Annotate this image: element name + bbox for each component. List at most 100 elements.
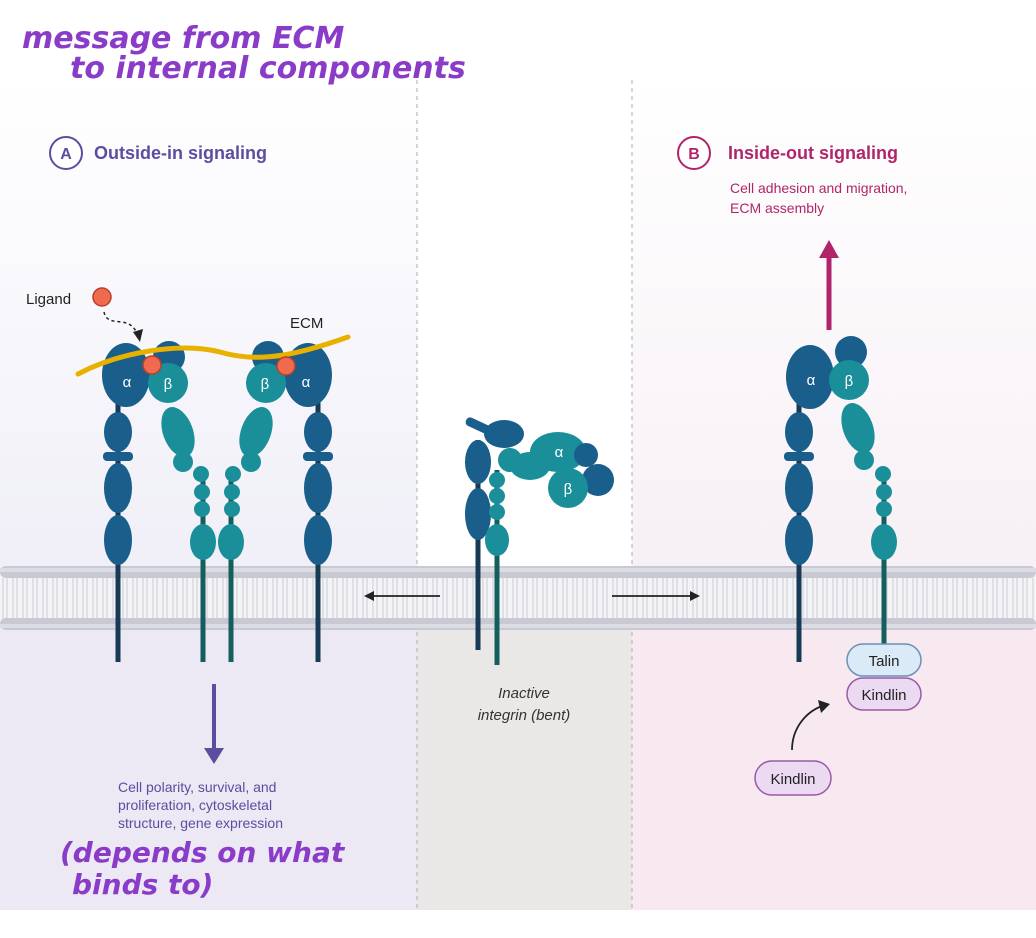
integrin-active-inside-out: α β xyxy=(784,336,897,662)
beta-domain xyxy=(224,484,240,500)
alpha-label: α xyxy=(302,374,311,391)
beta-label: β xyxy=(845,373,854,390)
alpha-domain xyxy=(104,463,132,513)
inactive-caption-line1: Inactive xyxy=(498,685,550,702)
beta-head xyxy=(548,468,588,508)
beta-domain xyxy=(194,484,210,500)
alpha-domain xyxy=(304,515,332,565)
kindlin-bound-pill xyxy=(846,677,922,711)
beta-domain xyxy=(854,450,874,470)
alpha-domain xyxy=(785,515,813,565)
alpha-head xyxy=(530,432,586,472)
alpha-domain xyxy=(484,420,524,448)
beta-domain xyxy=(876,484,892,500)
alpha-domain xyxy=(104,412,132,452)
beta-domain xyxy=(485,524,509,556)
ligand-legend-icon xyxy=(92,287,112,307)
beta-domain xyxy=(876,501,892,517)
beta-domain xyxy=(218,524,244,560)
bound-ligand xyxy=(276,356,296,376)
alpha-head xyxy=(582,464,614,496)
beta-domain xyxy=(225,466,241,482)
integrin-inactive-bent: α β xyxy=(465,417,614,665)
beta-domain xyxy=(193,466,209,482)
cytoplasm-center xyxy=(417,620,632,910)
arrowhead-left xyxy=(364,591,374,601)
alpha-domain xyxy=(304,463,332,513)
beta-domain xyxy=(241,452,261,472)
cytoplasm-b xyxy=(632,625,1036,910)
beta-domain xyxy=(489,488,505,504)
kindlin-free-label: Kindlin xyxy=(770,771,815,788)
alpha-domain xyxy=(303,452,333,461)
alpha-domain xyxy=(465,440,491,484)
alpha-domain xyxy=(785,412,813,452)
cell-membrane xyxy=(0,566,1036,630)
panel-a-letter: A xyxy=(60,146,72,163)
beta-domain xyxy=(190,524,216,560)
beta-domain xyxy=(871,524,897,560)
beta-label: β xyxy=(564,481,573,498)
beta-domain xyxy=(875,466,891,482)
bound-ligand xyxy=(142,355,162,375)
panel-a-outcome-line3: structure, gene expression xyxy=(118,815,283,831)
kindlin-bound-label: Kindlin xyxy=(861,687,906,704)
panel-a-badge xyxy=(49,136,83,170)
inside-out-arrowhead xyxy=(819,240,839,258)
beta-label: β xyxy=(164,376,173,393)
integrin-active-right: α β xyxy=(218,341,333,662)
beta-head xyxy=(148,363,188,403)
ligand-arrowhead xyxy=(133,329,143,342)
panel-a-outcome-line1: Cell polarity, survival, and xyxy=(118,779,276,795)
alpha-domain xyxy=(785,463,813,513)
ecm-fiber xyxy=(75,334,351,377)
panel-b-title: Inside-out signaling xyxy=(728,143,898,163)
talin-pill xyxy=(846,643,922,677)
ligand-label: Ligand xyxy=(26,291,71,308)
alpha-domain xyxy=(103,452,133,461)
beta-domain xyxy=(489,504,505,520)
alpha-label: α xyxy=(555,444,564,461)
alpha-domain xyxy=(304,412,332,452)
beta-domain xyxy=(841,403,875,453)
cytoplasm-a xyxy=(0,625,417,910)
annotation-bottom-line1: (depends on what xyxy=(60,836,346,869)
kindlin-recruit-arrowhead xyxy=(818,700,830,713)
beta-domain xyxy=(224,501,240,517)
alpha-head xyxy=(284,343,332,407)
beta-label: β xyxy=(261,376,270,393)
kindlin-free-pill xyxy=(754,760,832,796)
integrin-active-left: α β xyxy=(102,341,216,662)
panel-b-header: B Inside-out signaling xyxy=(677,136,898,170)
talin-label: Talin xyxy=(869,653,900,670)
beta-head xyxy=(829,360,869,400)
alpha-domain xyxy=(104,515,132,565)
panel-b-outcome-line1: Cell adhesion and migration, xyxy=(730,180,907,196)
annotation-top-line2: to internal components xyxy=(70,51,466,86)
panel-a-title: Outside-in signaling xyxy=(94,143,267,163)
alpha-domain xyxy=(465,488,491,540)
annotation-top-line1: message from ECM xyxy=(22,21,345,56)
panel-b-letter: B xyxy=(688,146,700,163)
panel-a-outcome-line2: proliferation, cytoskeletal xyxy=(118,797,272,813)
panel-b-badge xyxy=(677,136,711,170)
beta-domain xyxy=(489,472,505,488)
kindlin-recruit-arrow xyxy=(791,705,823,751)
outside-in-arrowhead xyxy=(204,748,224,764)
alpha-label: α xyxy=(807,372,816,389)
panel-a-header: A Outside-in signaling xyxy=(49,136,267,170)
panel-b-outcome-line2: ECM assembly xyxy=(730,200,824,216)
alpha-head xyxy=(574,443,598,467)
alpha-label: α xyxy=(123,374,132,391)
ligand-binding-arrow xyxy=(103,311,139,337)
alpha-head xyxy=(786,345,834,409)
annotation-bottom-line2: binds to) xyxy=(72,868,213,901)
arrowhead-right xyxy=(690,591,700,601)
ecm-label: ECM xyxy=(290,315,323,332)
alpha-head xyxy=(835,336,867,368)
alpha-domain xyxy=(784,452,814,461)
beta-head xyxy=(246,363,286,403)
beta-domain xyxy=(239,407,273,457)
beta-domain xyxy=(173,452,193,472)
